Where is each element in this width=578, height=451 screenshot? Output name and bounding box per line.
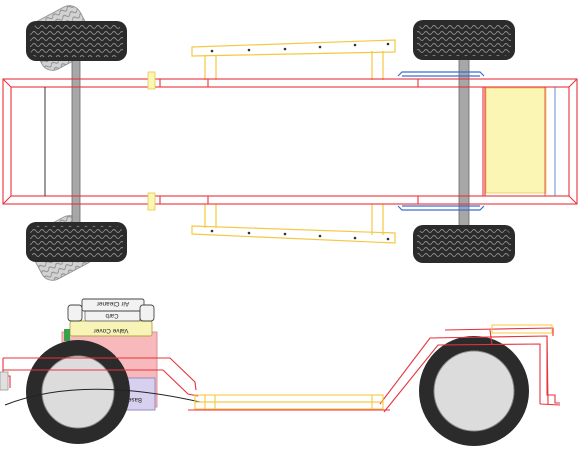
rear-frame-kickup bbox=[379, 327, 561, 413]
rear-side-wheel bbox=[419, 336, 529, 446]
main-frame bbox=[2, 78, 578, 205]
front-right-tire bbox=[26, 222, 127, 262]
rear-right-tire bbox=[413, 225, 515, 263]
left-head-piece bbox=[67, 304, 83, 322]
upper-axle-bracket bbox=[397, 71, 485, 77]
air-cleaner-label: Air Cleaner bbox=[96, 300, 129, 307]
lower-mount-bracket bbox=[147, 192, 156, 211]
base-label: Base bbox=[128, 396, 142, 402]
rear-seat-side bbox=[491, 324, 553, 334]
lower-outrigger-bolts bbox=[210, 229, 390, 241]
front-side-wheel bbox=[26, 340, 130, 444]
upper-outrigger bbox=[191, 39, 396, 80]
lower-side-rails bbox=[194, 394, 384, 410]
front-axle bbox=[71, 49, 81, 231]
top-view bbox=[2, 5, 578, 281]
rear-axle bbox=[458, 49, 470, 231]
rear-left-tire bbox=[413, 20, 515, 60]
right-head-piece bbox=[139, 304, 155, 322]
upper-outrigger-bolts bbox=[210, 42, 390, 53]
drive-chain bbox=[4, 388, 201, 406]
carb-label: Carb bbox=[105, 312, 119, 318]
valve-cover-label: Valve Cover bbox=[93, 327, 129, 334]
upper-mount-bracket bbox=[147, 71, 156, 90]
lower-outrigger bbox=[191, 204, 396, 244]
seat-pad bbox=[485, 87, 547, 194]
green-fitting bbox=[64, 329, 70, 341]
front-left-tire bbox=[26, 21, 127, 61]
side-view: Base Valve Cover Carb Air Cleaner bbox=[0, 298, 561, 446]
lower-axle-bracket bbox=[397, 205, 485, 211]
front-bumper-block bbox=[0, 371, 9, 391]
